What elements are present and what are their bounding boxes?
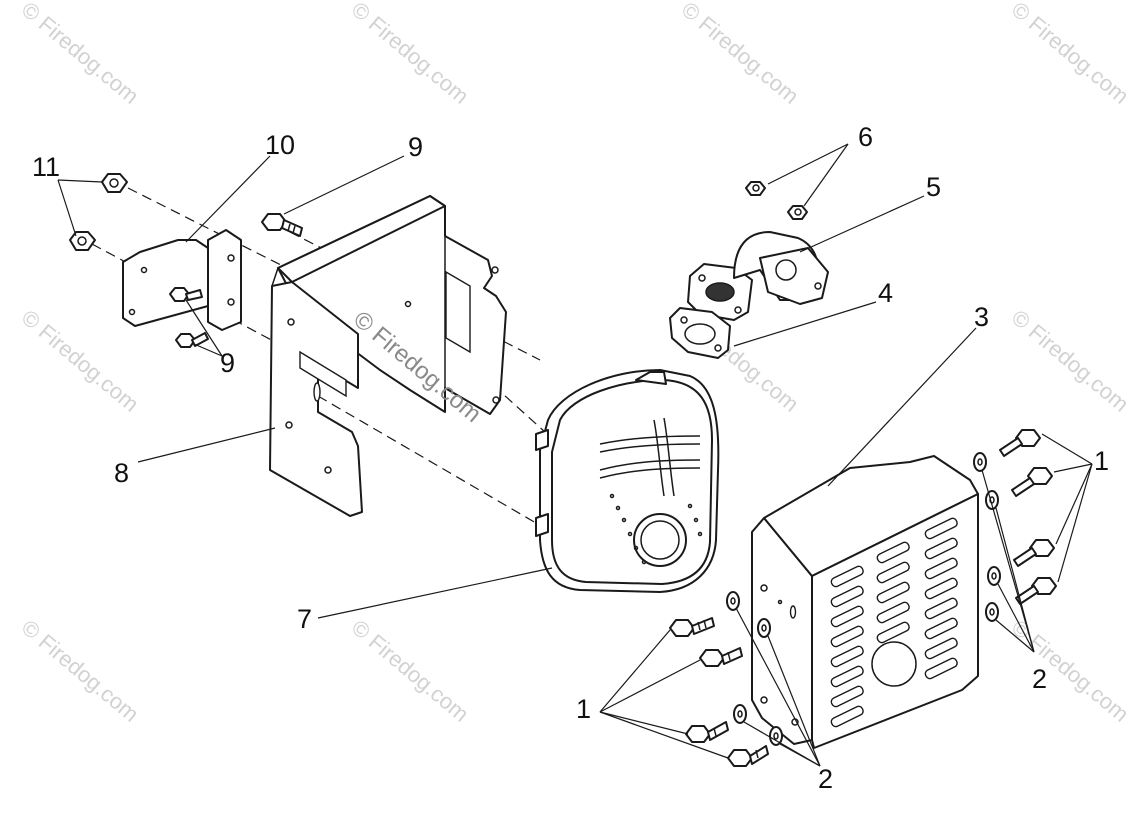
bolt xyxy=(261,213,303,237)
callout-2-right: 2 xyxy=(1032,664,1047,694)
bolt xyxy=(1013,539,1055,567)
watermark: © Firedog.com xyxy=(1007,615,1134,727)
washer xyxy=(985,602,999,622)
callout-9-left: 9 xyxy=(220,348,235,378)
mounting-bracket xyxy=(269,195,507,517)
bolt xyxy=(669,617,715,637)
callout-6: 6 xyxy=(858,122,873,152)
callout-11: 11 xyxy=(32,152,60,182)
callout-10: 10 xyxy=(265,130,295,160)
nut xyxy=(787,205,808,220)
callout-1-left: 1 xyxy=(576,694,591,724)
watermark: © Firedog.com xyxy=(1007,305,1134,417)
muffler xyxy=(535,369,720,593)
washer xyxy=(973,452,987,472)
callout-9-top: 9 xyxy=(408,132,423,162)
washer xyxy=(769,726,783,746)
exhaust-pipe xyxy=(687,231,829,321)
bolt xyxy=(1011,467,1053,497)
bolt xyxy=(1015,577,1057,605)
nut xyxy=(745,181,766,196)
washer xyxy=(757,618,771,638)
callout-3: 3 xyxy=(974,302,989,332)
watermark: © Firedog.com xyxy=(17,0,144,109)
watermark: © Firedog.com xyxy=(677,0,804,109)
callout-7: 7 xyxy=(297,604,312,634)
nut xyxy=(101,173,128,193)
bolt xyxy=(169,287,203,302)
washer xyxy=(987,566,1001,586)
nut xyxy=(69,231,96,251)
callout-labels: 11 10 9 9 8 7 6 5 4 3 1 2 1 2 xyxy=(32,122,1109,794)
callout-5: 5 xyxy=(926,172,941,202)
watermark: © Firedog.com xyxy=(347,615,474,727)
bolt xyxy=(175,332,209,348)
watermark: © Firedog.com xyxy=(17,305,144,417)
callout-2-bottom: 2 xyxy=(818,764,833,794)
watermark: © Firedog.com xyxy=(1007,0,1134,109)
gasket xyxy=(669,307,731,359)
bolt xyxy=(685,721,729,743)
washer xyxy=(733,704,747,724)
callout-4: 4 xyxy=(878,278,893,308)
muffler-guard xyxy=(751,455,979,749)
small-bracket xyxy=(122,229,242,331)
callout-8: 8 xyxy=(114,458,129,488)
watermark: © Firedog.com xyxy=(347,0,474,109)
guard-vents xyxy=(830,517,958,728)
bolt xyxy=(999,429,1041,457)
leader-lines xyxy=(57,143,1093,767)
bolt xyxy=(699,647,743,667)
callout-1-right: 1 xyxy=(1094,446,1109,476)
bolt xyxy=(727,745,769,767)
watermark: © Firedog.com xyxy=(17,615,144,727)
washer xyxy=(726,591,740,611)
